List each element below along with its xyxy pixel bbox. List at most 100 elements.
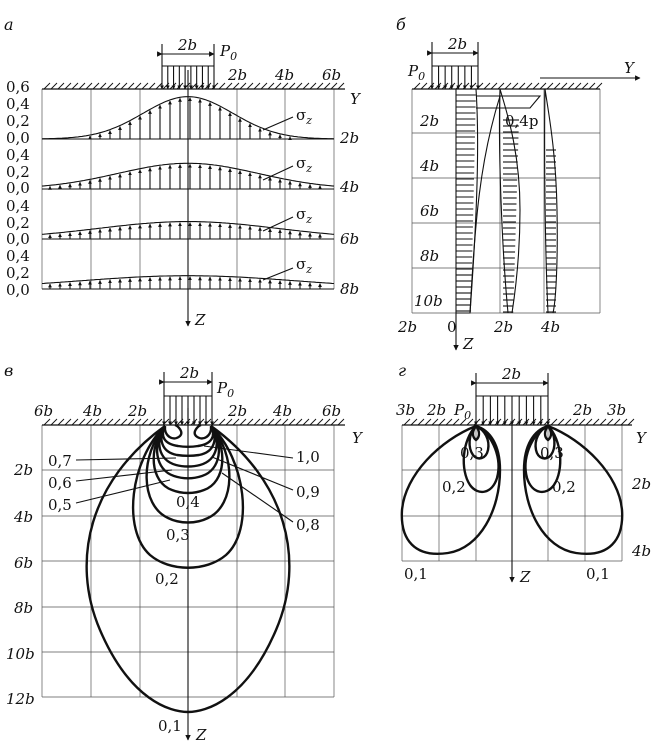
panel-b-axis-y-label: Y [624,59,636,77]
isobar-right-0-2 [524,424,562,494]
panel-a-band2-tick: 0,0 [6,179,30,197]
hatch-mark [557,418,565,426]
svg-text:σz: σz [296,154,312,175]
panel-g-isobar-label: 0,3 [460,444,484,462]
hatch-mark [148,82,156,90]
hatch-mark [169,82,177,90]
hatch-mark [588,82,596,90]
hatch-mark [337,418,345,426]
panel-g-side-tick: 2b [631,475,651,493]
hatch-mark [281,82,289,90]
panel-a-band4-tick: 0,4 [6,247,30,265]
hatch-mark [469,82,477,90]
hatch-mark [127,418,135,426]
panel-v-isobars: в 2b P0 6b 4b 2b 2b 4b 6b Y [4,361,364,743]
hatch-mark [595,82,603,90]
panel-b-bottom-tick: 2b [397,318,417,336]
hatch-mark [162,418,170,426]
panel-a-band1-tick: 0,0 [6,129,30,147]
hatch-mark [424,418,432,426]
hatch-mark [253,82,261,90]
panel-v-isobar-label: 0,6 [48,474,72,492]
panel-b-bottom-tick: 2b [493,318,513,336]
panel-g-axis-y-label: Y [636,429,648,447]
panel-v-isobar-leaders [75,445,294,523]
hatch-mark [239,82,247,90]
panel-v-top-tick: 4b [82,402,102,420]
hatch-mark [99,82,107,90]
panel-v-isobar-label: 0,7 [48,452,72,470]
panel-v-depth-tick: 8b [14,599,33,617]
panel-g-load-arrows [474,395,550,426]
hatch-mark [420,82,428,90]
panel-a-band3-tick: 0,2 [6,214,30,232]
panel-v-isobar-label: 1,0 [296,448,320,466]
hatch-mark [473,418,481,426]
panel-b-depth-tick: 10b [414,292,443,310]
hatch-mark [529,418,537,426]
hatch-mark [50,418,58,426]
hatch-mark [85,418,93,426]
hatch-mark [183,418,191,426]
panel-v-axis-z-label: Z [195,726,207,743]
stress-surface-block [476,95,542,109]
hatch-mark [455,82,463,90]
hatch-mark [337,82,345,90]
hatch-mark [260,82,268,90]
panel-b-axis-z-label: Z [462,335,474,353]
hatch-mark [417,418,425,426]
isobar-0-9-left [163,423,183,440]
hatch-mark [295,418,303,426]
hatch-mark [302,82,310,90]
hatch-mark [64,418,72,426]
panel-a-sigma-label: σz [262,154,312,181]
hatch-mark [225,418,233,426]
hatch-mark [309,418,317,426]
panel-g-load-width-dimension: 2b [471,365,549,396]
hatch-mark [64,82,72,90]
hatch-mark [620,418,628,426]
hatch-mark [581,82,589,90]
panel-a-depth-label: 2b [339,129,359,147]
panel-g-top-tick: 3b [396,401,415,419]
panel-v-depth-tick: 12b [6,690,35,708]
hatch-mark [480,418,488,426]
hatch-mark [134,418,142,426]
hatch-mark [176,82,184,90]
hatch-mark [539,82,547,90]
panel-a-load-label: P0 [219,42,237,63]
hatch-mark [476,82,484,90]
isobar-right-0-1 [522,424,624,556]
isobar-right-core [543,425,553,442]
panel-g-load-width-label: 2b [501,365,521,383]
panel-g-isobar-label: 0,3 [540,444,564,462]
panel-g-isobar-label: 0,1 [404,565,428,583]
hatch-mark [410,418,418,426]
hatch-mark [99,418,107,426]
panel-b-depth-tick: 6b [420,202,439,220]
hatch-mark [246,82,254,90]
hatch-mark [504,82,512,90]
hatch-mark [494,418,502,426]
panel-g-load-label: P0 [453,401,471,422]
hatch-mark [120,82,128,90]
hatch-mark [281,418,289,426]
panel-g-isobar-label: 0,2 [552,478,576,496]
hatch-mark [438,418,446,426]
hatch-mark [92,418,100,426]
panel-a-band2-tick: 0,4 [6,146,30,164]
hatch-mark [330,418,338,426]
hatch-mark [197,82,205,90]
hatch-mark [445,418,453,426]
hatch-mark [43,82,51,90]
hatch-mark [508,418,516,426]
hatch-mark [487,418,495,426]
panel-v-isobar-label: 0,9 [296,483,320,501]
panel-a-band3-tick: 0,4 [6,197,30,215]
hatch-mark [330,82,338,90]
panel-b-stress-diagrams: б 2b P0 Y Z 2b 4b 6b 8b 10b 2b 0 2b 4b 0… [396,15,641,353]
panel-b-stress-diagrams-curves [456,88,558,314]
svg-text:σz: σz [296,255,312,276]
hatch-mark [204,82,212,90]
